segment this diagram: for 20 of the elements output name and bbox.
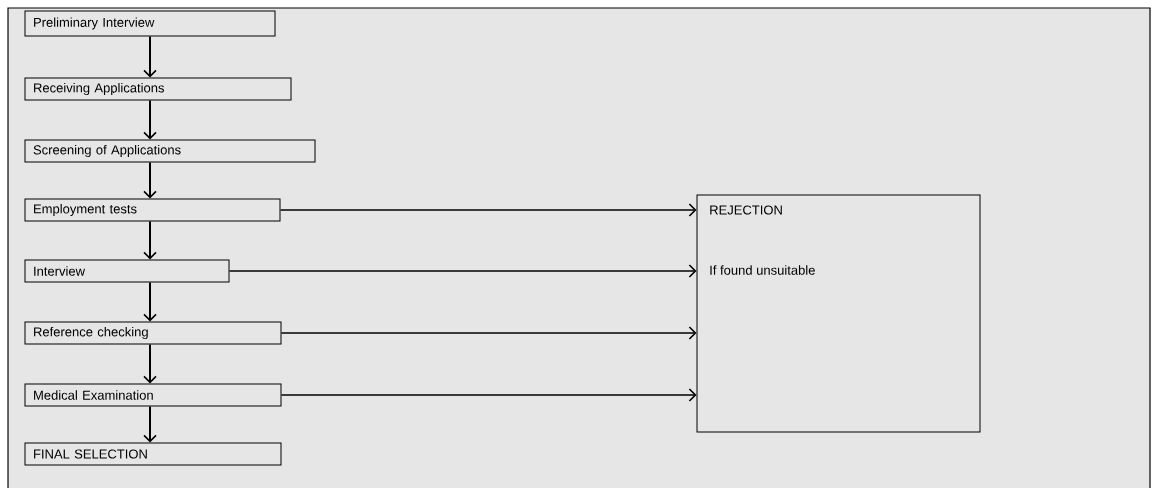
arrow xyxy=(280,388,697,402)
process-box: Interview xyxy=(24,259,230,283)
process-box: Medical Examination xyxy=(24,383,282,407)
arrow xyxy=(143,281,157,322)
process-box: Receiving Applications xyxy=(24,77,292,101)
arrow xyxy=(143,343,157,384)
arrow xyxy=(279,203,697,217)
process-box: Screening of Applications xyxy=(24,139,316,163)
arrow xyxy=(143,35,157,78)
process-box: Reference checking xyxy=(24,321,282,345)
arrow xyxy=(228,264,697,278)
rejection-box: REJECTION If found unsuitable xyxy=(696,194,981,433)
arrow xyxy=(143,405,157,443)
arrow xyxy=(143,220,157,260)
arrow xyxy=(280,326,697,340)
arrow xyxy=(143,99,157,140)
process-box: FINAL SELECTION xyxy=(24,442,282,466)
process-box: Preliminary Interview xyxy=(24,10,276,37)
process-box: Employment tests xyxy=(24,198,281,222)
arrow xyxy=(143,161,157,199)
